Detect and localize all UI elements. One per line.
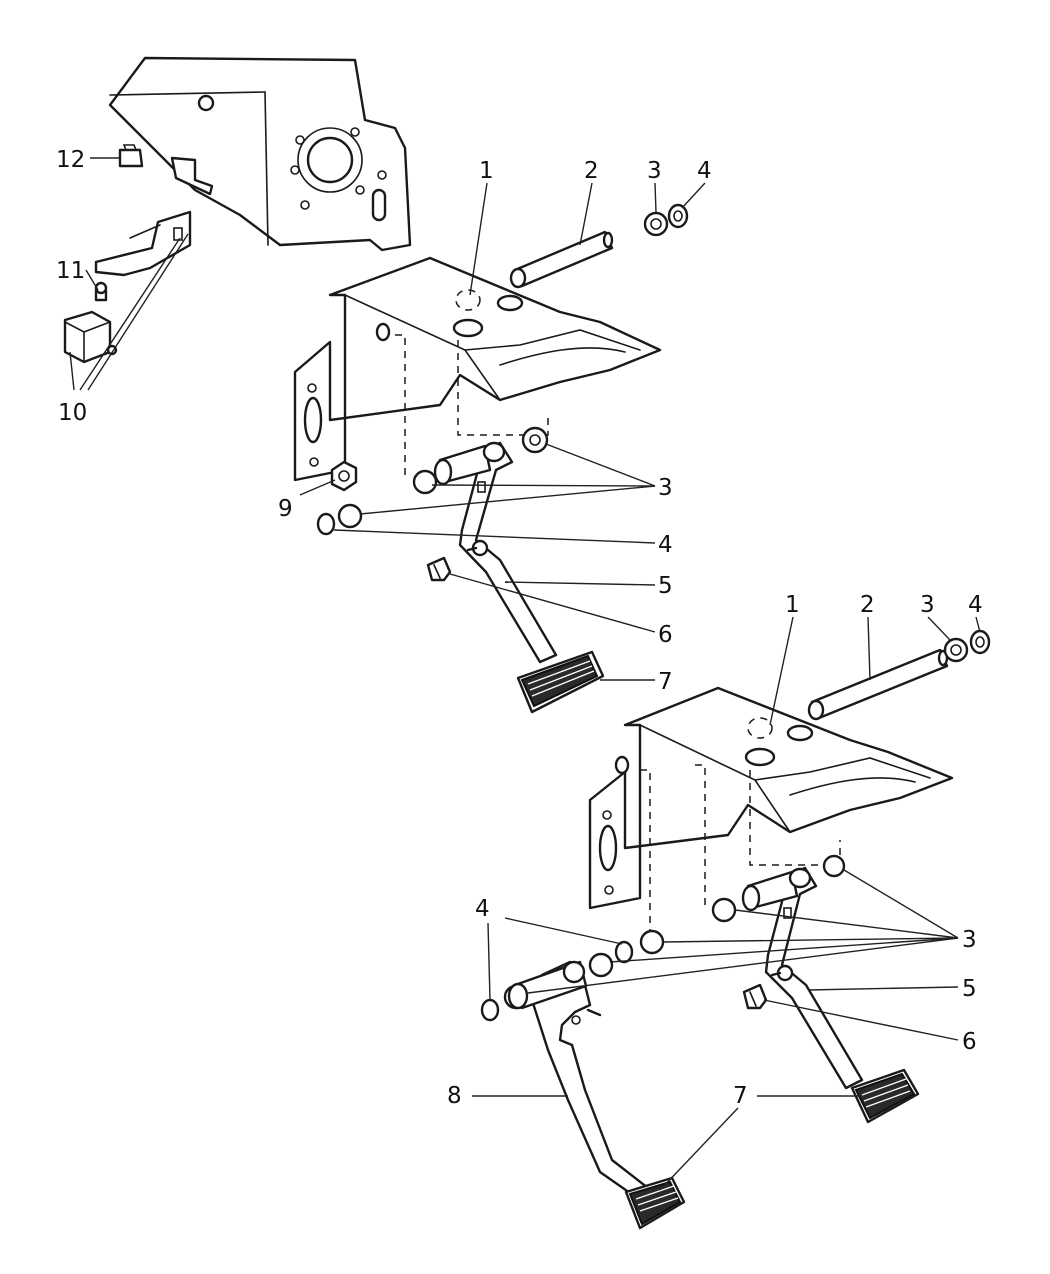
- clip-top-4: [667, 203, 689, 229]
- dash-panel: [108, 56, 412, 252]
- brake-pedal-bottom: [741, 866, 920, 1124]
- pin-bottom-6: [742, 983, 768, 1010]
- callout-7-bottom: 7: [733, 1083, 748, 1109]
- callout-1-bottom: 1: [785, 592, 800, 618]
- callout-3-bottom: 3: [920, 592, 935, 618]
- pivot-shaft-top: [509, 230, 614, 289]
- callout-numbers: 1 2 3 4 12 11 10 9 3 4 5 6 7 1 2 3 4 4 4…: [56, 147, 983, 1109]
- callout-5-bottom: 5: [962, 976, 977, 1002]
- callout-2-top: 2: [584, 158, 599, 184]
- callout-6-bottom: 6: [962, 1029, 977, 1055]
- clip-12: [118, 144, 144, 168]
- callout-4-top-clip: 4: [658, 532, 673, 558]
- callout-3-top-bushings: 3: [658, 475, 673, 501]
- callout-12: 12: [56, 147, 85, 173]
- callout-4-top: 4: [697, 158, 712, 184]
- bushing-bottom-3: [943, 637, 969, 663]
- leader-lines: [69, 157, 981, 1191]
- pin-top-6: [426, 556, 452, 582]
- callout-6-top: 6: [658, 622, 673, 648]
- callout-10: 10: [58, 400, 87, 426]
- screw-11: [94, 281, 108, 302]
- callout-2-bottom: 2: [860, 592, 875, 618]
- callout-4-bottom-left: 4: [475, 896, 490, 922]
- callout-5-top: 5: [658, 573, 673, 599]
- pivot-shaft-bottom: [807, 648, 949, 721]
- callout-7-top: 7: [658, 669, 673, 695]
- top-pedal-bracket: [293, 256, 662, 482]
- callout-11: 11: [56, 258, 85, 284]
- callout-3-top: 3: [647, 158, 662, 184]
- callout-1-top: 1: [479, 158, 494, 184]
- clip-bottom-4: [969, 629, 991, 655]
- bottom-pedal-bracket: [588, 686, 954, 940]
- callout-9: 9: [278, 496, 293, 522]
- clip-top-left-4: [316, 512, 336, 536]
- bushings-top-3: [337, 426, 549, 529]
- stop-lamp-switch-10: [63, 310, 118, 364]
- clutch-pedal-8: [507, 960, 686, 1230]
- callout-8: 8: [447, 1083, 462, 1109]
- callout-3-bottom-bushings: 3: [962, 927, 977, 953]
- bushing-top-3: [643, 211, 669, 237]
- callout-4-bottom: 4: [968, 592, 983, 618]
- brake-pedal-top: [433, 441, 605, 714]
- nut-9: [330, 460, 358, 492]
- switch-bracket: [94, 210, 192, 277]
